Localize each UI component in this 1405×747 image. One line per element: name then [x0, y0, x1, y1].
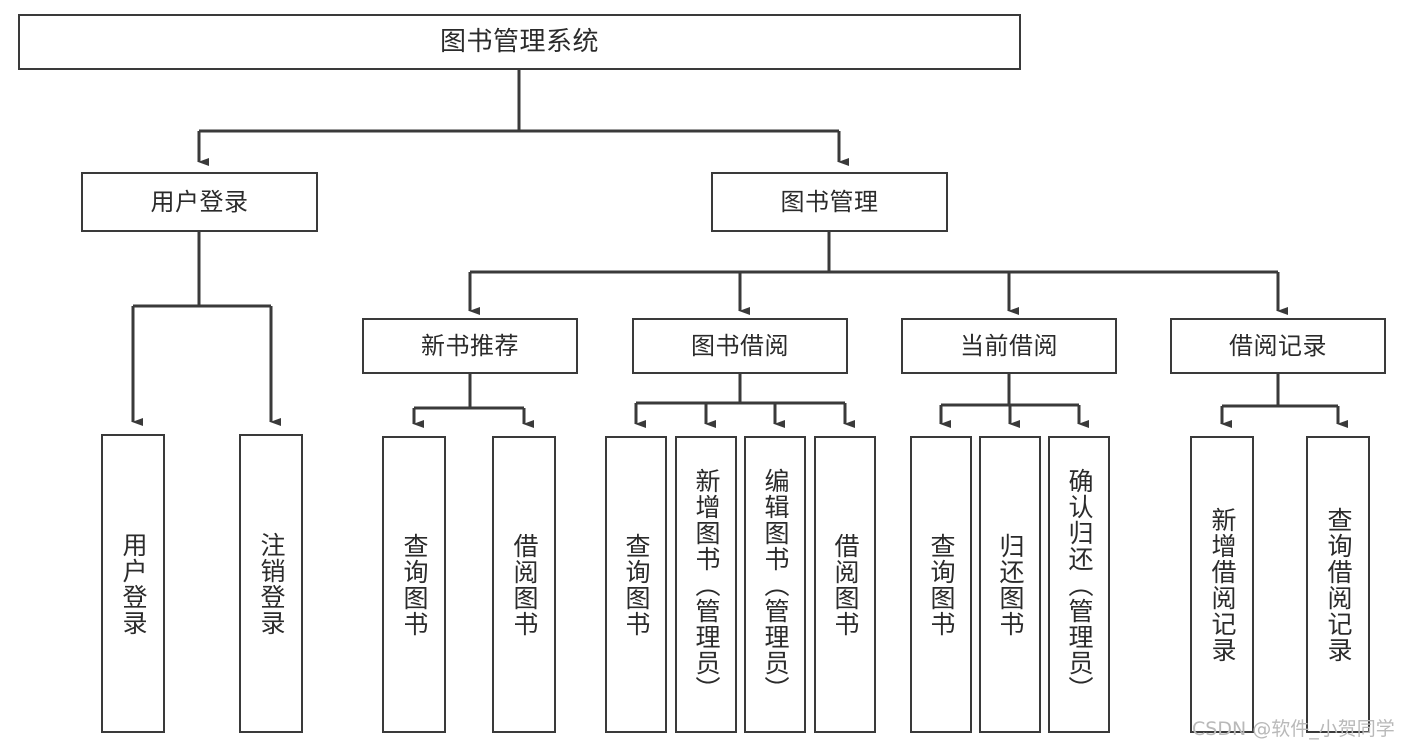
- leaf-current-borrow-return-book[interactable]: 归还图书: [979, 436, 1041, 733]
- node-label: 借阅记录: [1229, 331, 1327, 360]
- node-current-borrow[interactable]: 当前借阅: [901, 318, 1117, 374]
- leaf-book-borrow-edit-book-admin[interactable]: 编辑图书（管理员）: [744, 436, 806, 733]
- node-label: 图书管理: [780, 187, 879, 216]
- node-book-borrow[interactable]: 图书借阅: [632, 318, 848, 374]
- leaf-user-login-logout[interactable]: 注销登录: [239, 434, 303, 733]
- node-new-book-recommend[interactable]: 新书推荐: [362, 318, 578, 374]
- node-borrow-record[interactable]: 借阅记录: [1170, 318, 1386, 374]
- leaf-book-borrow-add-book-admin[interactable]: 新增图书（管理员）: [675, 436, 737, 733]
- node-label: 当前借阅: [960, 331, 1058, 360]
- node-label: 用户登录: [119, 531, 148, 636]
- node-label: 编辑图书（管理员）: [761, 467, 790, 702]
- node-label: 查询图书: [927, 532, 956, 637]
- node-label: 借阅图书: [831, 532, 860, 637]
- leaf-current-borrow-confirm-return-admin[interactable]: 确认归还（管理员）: [1048, 436, 1110, 733]
- node-label: 查询图书: [400, 532, 429, 637]
- leaf-new-book-query-book[interactable]: 查询图书: [382, 436, 446, 733]
- leaf-book-borrow-query-book[interactable]: 查询图书: [605, 436, 667, 733]
- node-label: 确认归还（管理员）: [1065, 467, 1094, 702]
- leaf-borrow-record-add-record[interactable]: 新增借阅记录: [1190, 436, 1254, 733]
- node-book-management[interactable]: 图书管理: [711, 172, 948, 232]
- node-label: 新书推荐: [421, 331, 519, 360]
- node-label: 新增借阅记录: [1208, 506, 1237, 663]
- node-label: 查询图书: [622, 532, 651, 637]
- node-label: 查询借阅记录: [1324, 506, 1353, 663]
- node-label: 图书管理系统: [439, 26, 599, 57]
- leaf-new-book-borrow-book[interactable]: 借阅图书: [492, 436, 556, 733]
- node-label: 用户登录: [150, 187, 249, 216]
- leaf-current-borrow-query-book[interactable]: 查询图书: [910, 436, 972, 733]
- node-label: 注销登录: [257, 531, 286, 636]
- leaf-borrow-record-query-record[interactable]: 查询借阅记录: [1306, 436, 1370, 733]
- node-label: 借阅图书: [510, 532, 539, 637]
- node-label: 图书借阅: [691, 331, 789, 360]
- node-label: 新增图书（管理员）: [692, 467, 721, 702]
- node-root-book-management-system[interactable]: 图书管理系统: [18, 14, 1021, 70]
- leaf-book-borrow-borrow-book[interactable]: 借阅图书: [814, 436, 876, 733]
- node-label: 归还图书: [996, 532, 1025, 637]
- leaf-user-login-login[interactable]: 用户登录: [101, 434, 165, 733]
- watermark-text: CSDN @软件_小贺同学: [1192, 718, 1395, 740]
- node-user-login[interactable]: 用户登录: [81, 172, 318, 232]
